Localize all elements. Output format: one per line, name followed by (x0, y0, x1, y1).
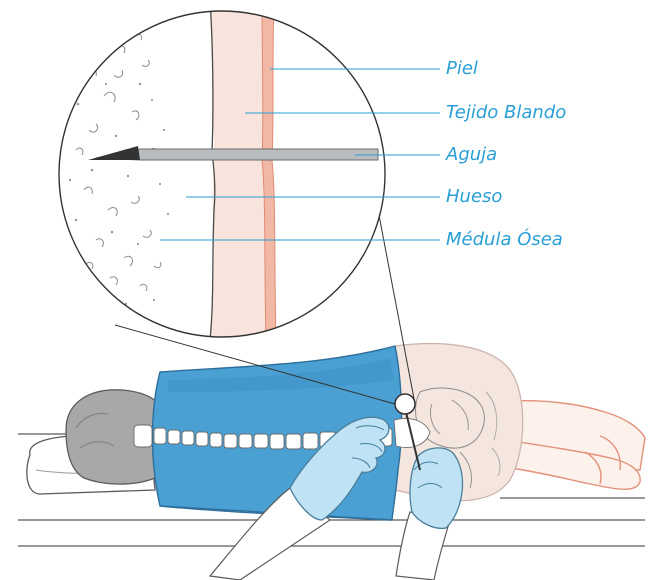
patient-scene (18, 344, 645, 580)
bone-layer (150, 0, 214, 340)
soft-tissue-layer (210, 0, 268, 340)
insertion-site-circle (395, 394, 415, 414)
magnified-view (59, 0, 385, 340)
label-soft-tissue: Tejido Blando (446, 102, 566, 123)
label-bone: Hueso (446, 186, 502, 207)
label-marrow: Médula Ósea (446, 229, 563, 250)
label-skin: Piel (446, 58, 478, 79)
label-needle: Aguja (446, 144, 497, 165)
